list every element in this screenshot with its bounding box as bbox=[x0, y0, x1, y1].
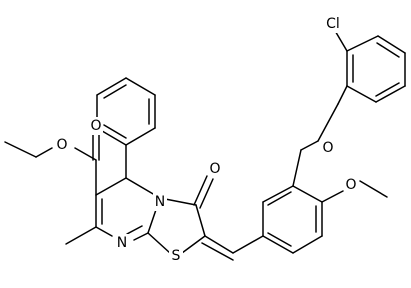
imine-nitrogen-label: N bbox=[117, 235, 127, 251]
ome-methyl-bond bbox=[359, 180, 388, 198]
phenyl-ring bbox=[96, 77, 156, 146]
pyrimidine-ring bbox=[95, 177, 161, 241]
aryl-ome-bond bbox=[321, 190, 344, 203]
ring-ch-bond bbox=[232, 235, 264, 254]
ketone-bond-b bbox=[199, 178, 214, 209]
ester-methyl-tail bbox=[4, 141, 37, 158]
exocyclic-double-bond-a bbox=[204, 235, 234, 254]
ketone-bond-a bbox=[193, 175, 208, 206]
chlorophenyl-ring bbox=[346, 35, 406, 103]
methoxy-oxygen-label: O bbox=[345, 177, 356, 193]
ch2-aryl-bond bbox=[292, 149, 302, 187]
aryl-o-bond bbox=[337, 85, 348, 105]
o-ch2-bond bbox=[300, 140, 319, 151]
methoxyphenyl-ring bbox=[262, 185, 323, 254]
ester-oxygen-label: O bbox=[56, 137, 67, 153]
ether-oxygen-label: O bbox=[322, 140, 333, 156]
o-o-link bbox=[317, 103, 339, 142]
ring-nitrogen-label: N bbox=[155, 194, 165, 210]
ester-single-bond bbox=[74, 147, 97, 161]
ketone-oxygen-label: O bbox=[209, 161, 220, 177]
exocyclic-double-bond-b bbox=[201, 242, 234, 261]
carbonyl-oxygen-label: O bbox=[90, 118, 101, 134]
sulfur-label: S bbox=[172, 248, 181, 264]
chlorine-label: Cl bbox=[326, 16, 340, 32]
ester-methyl-bond bbox=[35, 147, 53, 158]
methyl-bond bbox=[65, 226, 97, 245]
